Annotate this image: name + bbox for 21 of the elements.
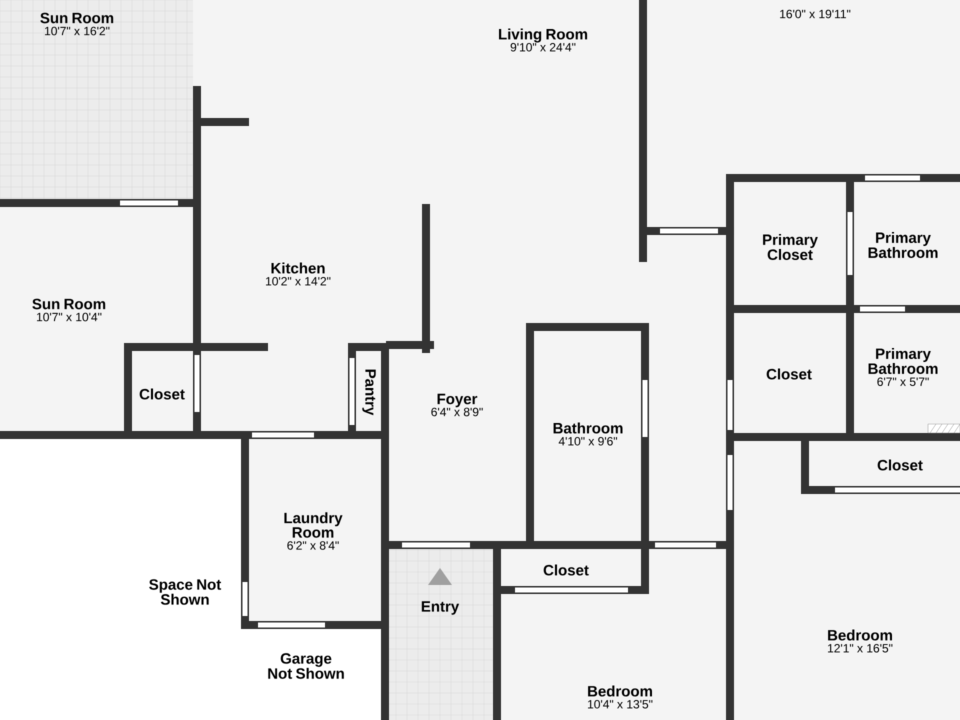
room-label: Laundry Room 6'2" x 8'4" xyxy=(284,512,343,550)
room-label: Primary Closet xyxy=(763,234,818,260)
room-label: Sun Room 10'7" x 16'2" xyxy=(40,12,114,36)
room-label: Bedroom 12'1" x 16'5" xyxy=(828,630,892,652)
room-label: Space Not Shown xyxy=(149,579,222,605)
room-label: Sun Room 10'7" x 10'4" xyxy=(32,298,106,322)
room-label: Primary Bathroom xyxy=(868,232,938,258)
room-label: 16'0" x 19'11" xyxy=(780,10,850,18)
room-label: Primary Bathroom 6'7" x 5'7" xyxy=(868,348,938,386)
room-label: Garage Not Shown xyxy=(268,653,344,679)
room-label: Closet xyxy=(140,388,185,400)
room-label: Closet xyxy=(766,368,812,380)
room-label: Living Room 9'10" x 24'4" xyxy=(499,28,588,52)
room-label: Pantry xyxy=(362,370,376,416)
room-label: Foyer 6'4" x 8'9" xyxy=(431,394,483,416)
room-label: Entry xyxy=(422,601,460,615)
room-label: Closet xyxy=(544,564,589,576)
room-label: Bedroom 10'4" x 13'5" xyxy=(588,686,652,708)
room-label: Bathroom 4'10" x 9'6" xyxy=(554,422,622,446)
room-label: Kitchen 10'2" x 14'2" xyxy=(266,262,330,286)
room-label: Closet xyxy=(878,460,923,470)
